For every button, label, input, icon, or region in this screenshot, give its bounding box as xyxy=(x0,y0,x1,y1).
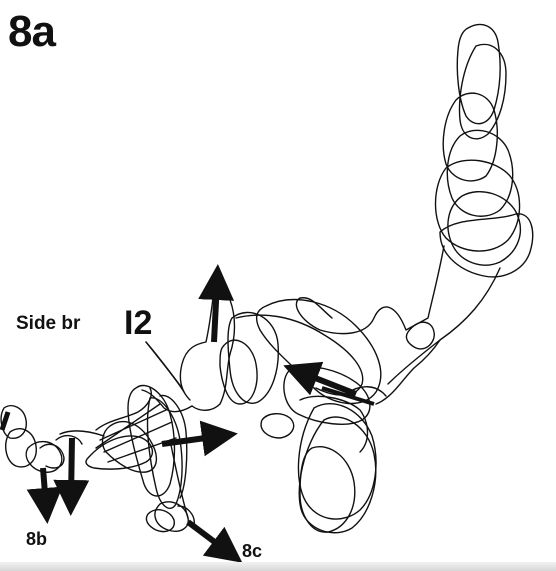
down-arrow-8b xyxy=(43,468,46,506)
down-right-arrow-8c xyxy=(188,522,228,552)
right-arrow xyxy=(162,436,220,444)
left-edge-arrow xyxy=(2,412,8,430)
up-arrow xyxy=(214,282,217,342)
side-branch-leader-line xyxy=(146,342,182,388)
side-branch-label: Side br xyxy=(16,314,80,333)
panel-label: 8a xyxy=(8,10,55,54)
scan-edge-band xyxy=(0,562,556,571)
arrow-label-8b: 8b xyxy=(26,530,47,548)
down-arrow-middle xyxy=(71,438,72,498)
side-branch-number: I2 xyxy=(124,306,152,340)
arrow-label-8c: 8c xyxy=(242,542,262,560)
upper-right-outlines xyxy=(296,24,532,384)
lower-left-outlines xyxy=(60,386,194,532)
